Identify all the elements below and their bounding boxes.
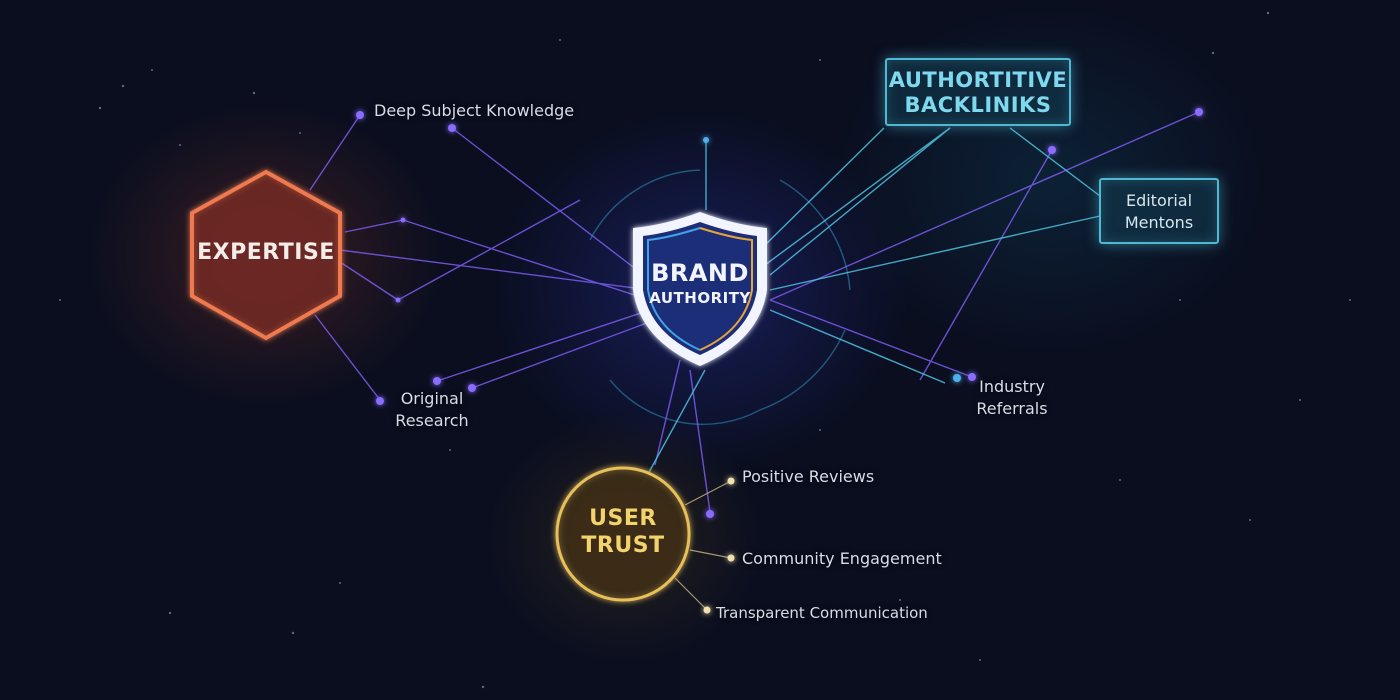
editorial-mentions-box: Editorial Mentons [1099,178,1219,244]
deep-subject-knowledge-label: Deep Subject Knowledge [374,101,575,120]
user-trust-line1: USER [589,506,657,531]
brand-authority-shield [633,212,767,366]
original-research-label: Original Research [392,388,472,432]
backlinks-line1: AUTHORTITIVE [888,68,1068,92]
community-engagement-label: Community Engagement [742,549,942,568]
expertise-label: EXPERTISE [197,240,335,265]
transparent-communication-label: Transparent Communication [716,604,928,622]
user-trust-label: USER TRUST [558,505,688,559]
backlinks-line2: BACKLINIKS [904,93,1052,117]
industry-referrals-line2: Referrals [976,399,1048,418]
original-research-line2: Research [395,411,469,430]
authoritative-backlinks-box: AUTHORTITIVE BACKLINIKS [885,58,1071,126]
brand-authority-line2: AUTHORITY [649,289,751,307]
editorial-line1: Editorial [1125,191,1193,210]
positive-reviews-label: Positive Reviews [742,467,875,486]
original-research-line1: Original [400,389,464,408]
industry-referrals-label: Industry Referrals [972,376,1052,420]
user-trust-circle [555,466,691,602]
user-trust-line2: TRUST [581,533,665,558]
brand-authority-line1: BRAND [651,259,749,287]
expertise-hexagon [190,169,342,341]
editorial-line2: Mentons [1124,213,1194,232]
brand-authority-label: BRAND AUTHORITY [636,258,764,308]
industry-referrals-line1: Industry [979,377,1045,396]
